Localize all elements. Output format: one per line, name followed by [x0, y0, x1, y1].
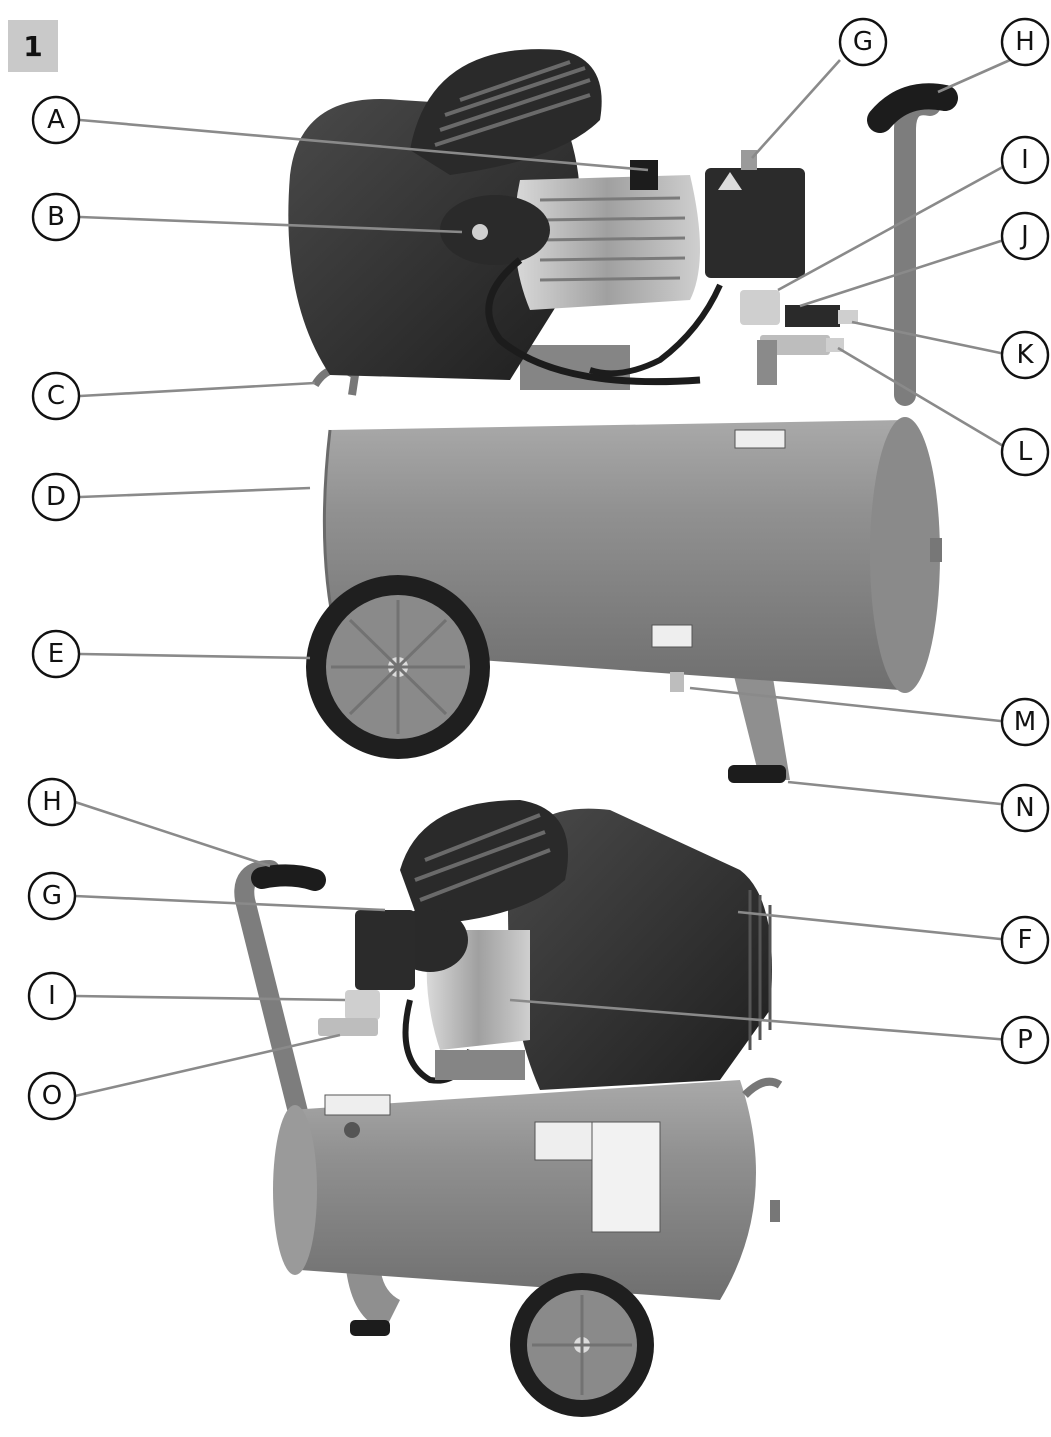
bottom-compressor-drawing: [234, 800, 783, 1417]
leader-K-top: [851, 320, 1011, 357]
leader-B: [79, 215, 463, 234]
svg-text:G: G: [853, 27, 873, 57]
callout-P-bottom: P: [1000, 1015, 1050, 1065]
leader-F-bottom: [737, 910, 1011, 942]
svg-text:O: O: [42, 1081, 62, 1111]
leader-G-bottom: [74, 894, 386, 912]
svg-text:G: G: [42, 881, 62, 911]
callout-O-bottom: O: [27, 1071, 77, 1121]
leader-D: [79, 486, 311, 499]
leader-E: [79, 652, 311, 660]
callout-M-top: M: [1000, 697, 1050, 747]
callout-I-bottom: I: [27, 971, 77, 1021]
leader-C: [79, 381, 316, 398]
svg-text:B: B: [47, 202, 65, 232]
leader-H-top: [937, 58, 1011, 94]
svg-text:I: I: [48, 981, 56, 1011]
leader-A: [79, 118, 649, 172]
svg-text:E: E: [48, 639, 64, 669]
callout-I-top: I: [1000, 135, 1050, 185]
callout-L-top: L: [1000, 427, 1050, 477]
svg-text:A: A: [47, 105, 65, 135]
callout-A: A: [31, 95, 81, 145]
leader-N-top: [787, 780, 1011, 807]
top-compressor-drawing: [288, 49, 958, 783]
callout-K-top: K: [1000, 330, 1050, 380]
callout-D: D: [31, 472, 81, 522]
svg-text:N: N: [1015, 793, 1034, 823]
svg-text:C: C: [47, 381, 65, 411]
callout-J-top: J: [1000, 211, 1050, 261]
svg-text:J: J: [1019, 221, 1029, 251]
svg-text:P: P: [1017, 1025, 1033, 1055]
leader-H-bottom: [74, 800, 271, 868]
leader-lines: [74, 58, 1011, 1098]
leader-G-top: [751, 59, 841, 159]
svg-text:H: H: [42, 787, 62, 817]
svg-text:K: K: [1016, 340, 1034, 370]
leader-P-bottom: [509, 998, 1011, 1042]
leader-O-bottom: [74, 1033, 341, 1098]
figure-number: 1: [8, 20, 58, 72]
svg-text:F: F: [1018, 925, 1033, 955]
svg-text:D: D: [46, 482, 66, 512]
leader-I-top: [777, 161, 1011, 292]
leader-I-bottom: [74, 994, 346, 1002]
leader-L-top: [837, 346, 1011, 452]
callout-H-top: H: [1000, 17, 1050, 67]
callout-B: B: [31, 192, 81, 242]
callouts: A B C D E G H I J K L M N H G I O F P: [27, 17, 1050, 1121]
callout-H-bottom: H: [27, 777, 77, 827]
svg-text:I: I: [1021, 145, 1029, 175]
callout-N-top: N: [1000, 783, 1050, 833]
svg-text:L: L: [1018, 437, 1033, 467]
svg-text:M: M: [1014, 707, 1036, 737]
callout-F-bottom: F: [1000, 915, 1050, 965]
callout-G-top: G: [838, 17, 888, 67]
callout-G-bottom: G: [27, 871, 77, 921]
callout-E: E: [31, 629, 81, 679]
leader-M-top: [689, 686, 1011, 724]
callout-C: C: [31, 371, 81, 421]
leader-J-top: [799, 236, 1011, 308]
svg-text:H: H: [1015, 27, 1035, 57]
